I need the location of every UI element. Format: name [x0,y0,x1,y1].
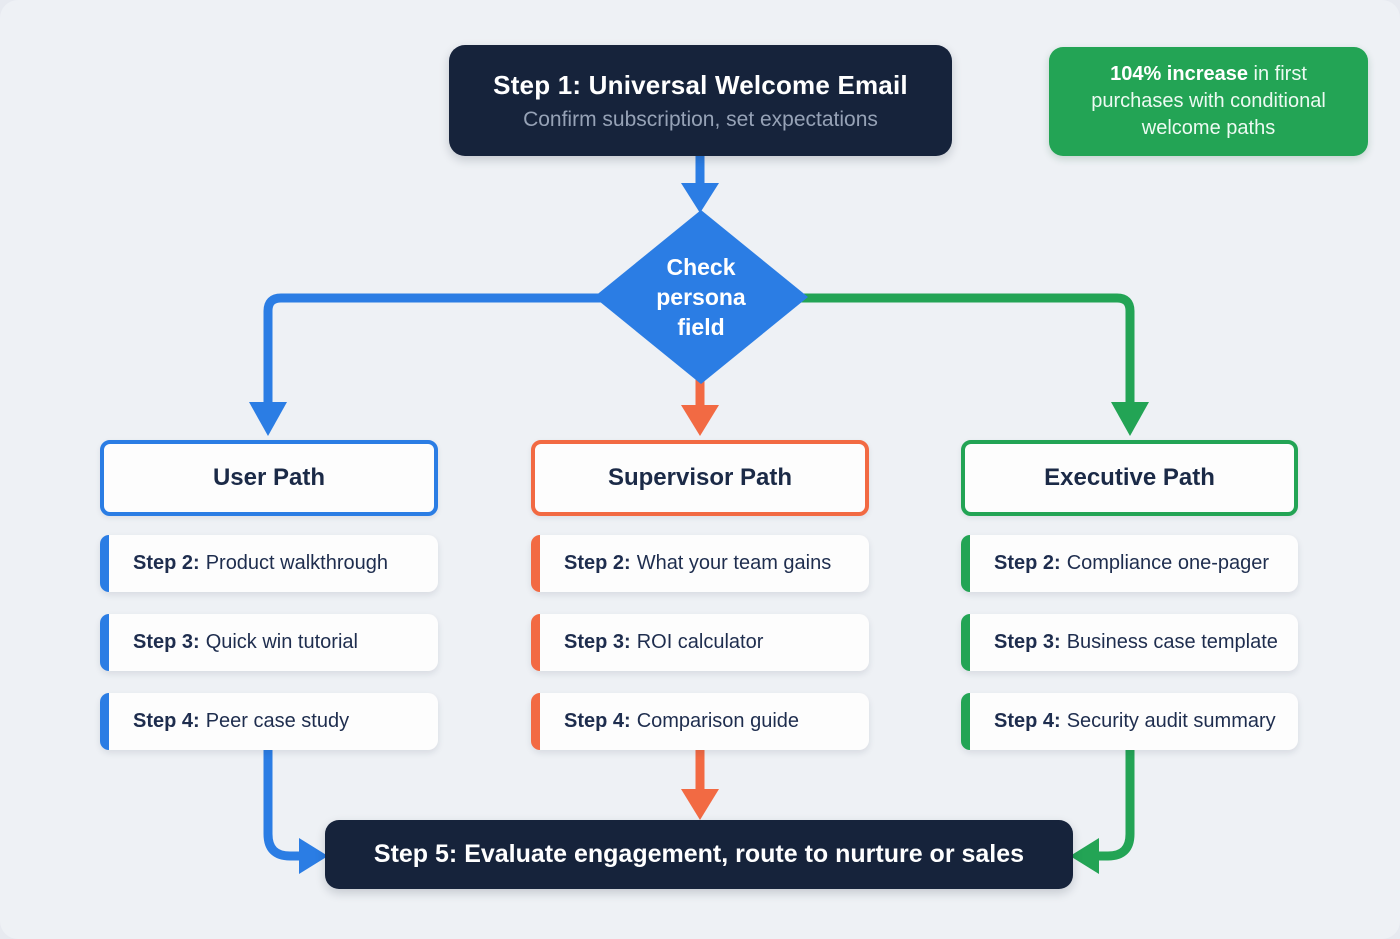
step-card-user-3: Step 3: Quick win tutorial [100,614,438,671]
arrow-decision-to-supervisor [681,378,719,436]
card-accent-bar [531,693,540,750]
step-label: Step 2: [133,552,200,574]
card-accent-bar [531,535,540,592]
step-text: What your team gains [636,552,832,574]
stat-badge-text: 104% increase in first purchases with co… [1071,61,1346,142]
step5-node: Step 5: Evaluate engagement, route to nu… [325,820,1073,889]
step-text: Quick win tutorial [205,631,358,653]
stat-badge-rest: in first purchases with conditional welc… [1091,63,1326,139]
arrow-user-to-step5 [263,748,328,874]
card-accent-bar [961,693,970,750]
step-card-supervisor-2: Step 2: What your team gains [531,535,869,592]
executive-path-title: Executive Path [1044,464,1215,491]
step-text: Peer case study [205,710,350,732]
step-text: Business case template [1066,631,1278,653]
step-card-supervisor-4: Step 4: Comparison guide [531,693,869,750]
step-card-executive-3: Step 3: Business case template [961,614,1298,671]
step-label: Step 3: [133,631,200,653]
step-text: Comparison guide [636,710,800,732]
stat-badge: 104% increase in first purchases with co… [1049,47,1368,156]
step1-node: Step 1: Universal Welcome Email Confirm … [449,45,952,156]
arrow-step1-to-decision [681,150,719,213]
arrow-supervisor-to-step5 [681,748,719,820]
decision-label: Check persona field [656,254,746,340]
stat-badge-bold: 104% increase [1110,63,1248,85]
step1-title: Step 1: Universal Welcome Email [493,69,908,100]
supervisor-path-header: Supervisor Path [531,440,869,516]
step-card-user-4: Step 4: Peer case study [100,693,438,750]
step5-title: Step 5: Evaluate engagement, route to nu… [373,840,1025,868]
arrow-decision-to-executive [752,293,1149,436]
step-card-supervisor-3: Step 3: ROI calculator [531,614,869,671]
decision-diamond: Check persona field [594,210,808,384]
card-accent-bar [531,614,540,671]
step-text: Product walkthrough [205,552,389,574]
arrow-decision-to-user [249,293,650,436]
step-label: Step 4: [564,710,631,732]
step-label: Step 3: [994,631,1061,653]
card-accent-bar [961,614,970,671]
card-accent-bar [100,693,109,750]
card-accent-bar [961,535,970,592]
executive-path-header: Executive Path [961,440,1298,516]
step-text: ROI calculator [636,631,764,653]
step-card-executive-4: Step 4: Security audit summary [961,693,1298,750]
step-label: Step 3: [564,631,631,653]
step1-subtitle: Confirm subscription, set expectations [523,107,878,131]
step-label: Step 4: [994,710,1061,732]
step-text: Security audit summary [1066,710,1276,732]
card-accent-bar [100,614,109,671]
supervisor-path-title: Supervisor Path [607,464,793,491]
user-path-title: User Path [212,464,326,491]
user-path-header: User Path [100,440,438,516]
arrow-executive-to-step5 [1070,748,1135,874]
step-card-user-2: Step 2: Product walkthrough [100,535,438,592]
step-card-executive-2: Step 2: Compliance one-pager [961,535,1298,592]
step-label: Step 2: [994,552,1061,574]
step-label: Step 2: [564,552,631,574]
card-accent-bar [100,535,109,592]
step-label: Step 4: [133,710,200,732]
step-text: Compliance one-pager [1066,552,1270,574]
